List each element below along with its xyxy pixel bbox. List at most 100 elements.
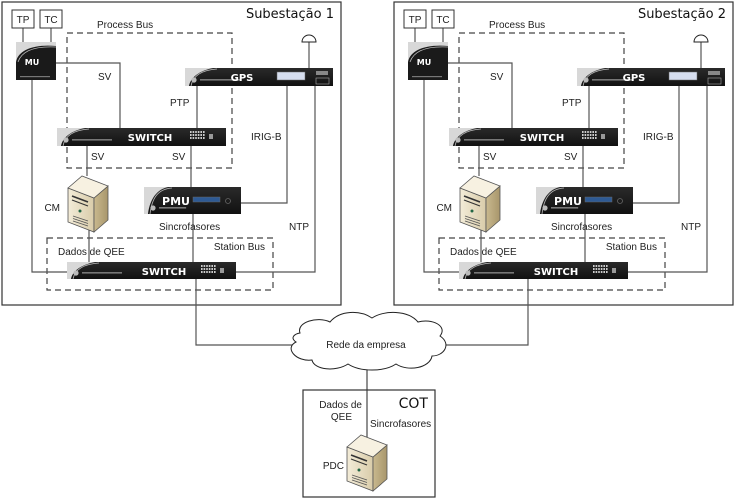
cm-server-icon[interactable]: [67, 175, 109, 233]
port: [603, 268, 605, 270]
display-panel: [192, 196, 221, 203]
gps-port-icon: [707, 77, 722, 85]
gps-to-station-switch-wire: [236, 86, 316, 273]
station-bus-boundary: [46, 237, 274, 291]
server-led: [470, 209, 474, 213]
port: [203, 271, 206, 273]
port: [587, 131, 589, 133]
gps-clock-label: GPS: [623, 73, 646, 84]
model-text: [159, 207, 187, 209]
model-text: [200, 79, 240, 81]
station-bus-switch-swoosh-line: [464, 262, 492, 280]
port: [200, 134, 202, 136]
port: [211, 271, 213, 273]
station-bus-switch[interactable]: SWITCH: [459, 262, 628, 280]
pmu-port-icon: [225, 198, 231, 204]
station-to-network-wire: [445, 279, 529, 346]
link-label-pmu-sv: SV: [564, 152, 578, 163]
voltage-transformer-box[interactable]: [403, 9, 427, 29]
pmu[interactable]: PMU: [144, 187, 241, 215]
port: [214, 265, 216, 267]
pmu-swoosh-line: [149, 187, 173, 215]
server-led: [78, 209, 82, 213]
port-icon: [601, 134, 605, 139]
gps-clock[interactable]: GPS: [577, 68, 725, 87]
port: [600, 268, 603, 270]
link-label-ntp: NTP: [681, 222, 701, 233]
port: [595, 265, 598, 267]
process-bus-boundary: [66, 32, 233, 169]
substation-title: Subestação 2: [638, 7, 726, 22]
port: [195, 137, 197, 139]
server-led: [357, 468, 361, 472]
server-vent: [464, 218, 481, 224]
pmu-swoosh: [144, 187, 168, 214]
server-drive: [71, 195, 89, 203]
logo-icon: [150, 205, 156, 211]
pmu[interactable]: PMU: [536, 187, 633, 215]
port: [595, 131, 597, 133]
port: [197, 137, 200, 139]
server-top: [459, 175, 501, 199]
port: [201, 271, 203, 273]
port: [595, 134, 597, 136]
cot-frame: [302, 389, 436, 498]
logo-icon: [63, 137, 69, 143]
gps-to-pmu-wire: [241, 86, 288, 204]
process-bus-switch-body: [57, 128, 226, 146]
port: [214, 268, 216, 270]
mu-to-station-switch-wire: [31, 80, 67, 273]
cm-server-icon[interactable]: [459, 175, 501, 233]
port: [592, 137, 594, 139]
port: [203, 131, 205, 133]
link-label-irig-b: IRIG-B: [251, 132, 282, 143]
port: [589, 137, 592, 139]
merging-unit[interactable]: MU: [408, 42, 449, 80]
server-vent: [72, 218, 89, 224]
port: [595, 271, 598, 273]
process-bus-boundary: [458, 32, 625, 169]
port: [206, 268, 208, 270]
logo-icon: [583, 77, 589, 83]
gps-clock[interactable]: GPS: [185, 68, 333, 87]
current-transformer-label: TC: [44, 15, 57, 26]
port: [192, 134, 195, 136]
gps-clock-swoosh-line: [582, 68, 610, 87]
port: [200, 131, 202, 133]
port: [195, 131, 197, 133]
model-text: [474, 272, 514, 274]
mu-swoosh: [17, 46, 57, 63]
merging-unit[interactable]: MU: [16, 42, 57, 80]
port: [587, 134, 589, 136]
process-bus-label: Process Bus: [97, 20, 153, 31]
model-text: [592, 79, 632, 81]
qee-label-line2: QEE: [331, 412, 352, 423]
voltage-transformer-label: TP: [409, 15, 422, 26]
port: [600, 265, 603, 267]
server-vent: [72, 215, 89, 222]
gps-clock-swoosh: [185, 68, 213, 86]
mu-model-text: [412, 76, 442, 78]
mu-to-switch-wire: [56, 62, 121, 128]
current-transformer-label: TC: [436, 15, 449, 26]
link-label-pq-data: Dados de QEE: [58, 247, 125, 258]
station-bus-switch-label: SWITCH: [534, 267, 578, 278]
control-center: COT Dados de QEE Sincrofasores PDC: [302, 370, 436, 498]
substation-title: Subestação 1: [246, 7, 334, 22]
process-bus-switch[interactable]: SWITCH: [449, 128, 618, 147]
station-bus-switch-swoosh: [459, 262, 487, 279]
current-transformer-box[interactable]: [431, 9, 455, 29]
port: [208, 271, 211, 273]
voltage-transformer-box[interactable]: [11, 9, 35, 29]
gps-antenna-icon: [693, 34, 709, 43]
mu-to-switch-wire: [448, 62, 513, 128]
station-bus-switch[interactable]: SWITCH: [67, 262, 236, 280]
port: [190, 131, 192, 133]
current-transformer-box[interactable]: [39, 9, 63, 29]
process-bus-switch[interactable]: SWITCH: [57, 128, 226, 147]
link-label-ptp: PTP: [170, 98, 190, 109]
logo-icon: [465, 270, 471, 276]
server-vent: [351, 479, 368, 486]
